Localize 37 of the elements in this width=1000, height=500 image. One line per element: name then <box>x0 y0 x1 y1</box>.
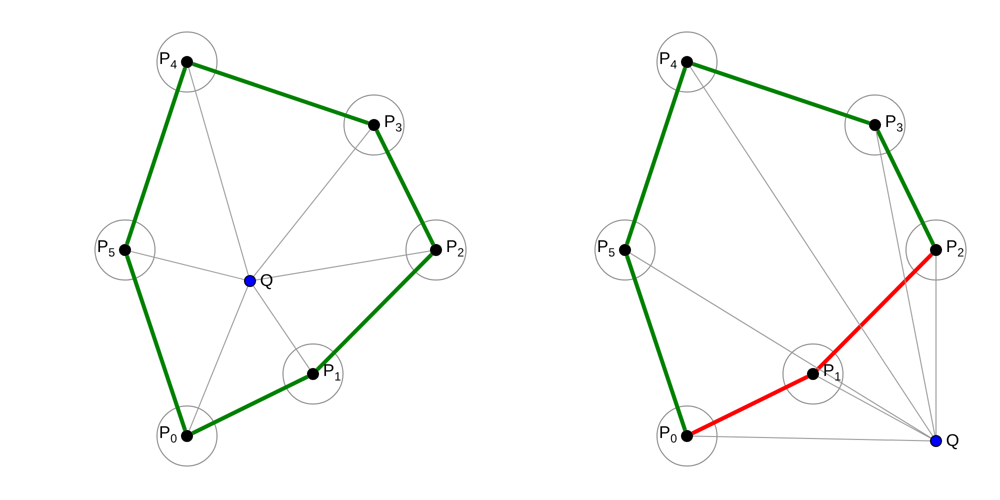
polygon-side <box>124 67 188 245</box>
point-label: P$_{0}$ <box>658 422 677 448</box>
point-label: P$_{5}$ <box>96 236 115 262</box>
point-label: P$_{4}$ <box>658 48 677 74</box>
connecting-line <box>252 285 310 370</box>
polygon-side <box>692 62 870 125</box>
connecting-line <box>818 376 932 439</box>
point-label: P$_{3}$ <box>384 111 402 137</box>
point-label: P$_{5}$ <box>596 236 615 262</box>
connecting-line <box>692 436 930 442</box>
polygon-side <box>816 252 934 372</box>
connecting-line <box>690 66 934 436</box>
polygon-side <box>625 255 687 431</box>
connecting-line <box>188 286 248 431</box>
connecting-line <box>188 67 249 276</box>
connecting-line <box>630 252 932 438</box>
polygon-side <box>192 62 369 125</box>
point-label: Q <box>260 270 274 292</box>
polygon-side <box>876 130 936 246</box>
connecting-line <box>253 129 371 277</box>
connecting-line <box>130 250 245 280</box>
connecting-line <box>255 250 431 281</box>
point-label: P$_{2}$ <box>446 236 464 262</box>
point-label: P$_{1}$ <box>323 360 342 386</box>
connecting-line <box>876 130 936 436</box>
point-label: Q <box>946 430 960 452</box>
point-label: P$_{4}$ <box>158 48 177 74</box>
point-label: P$_{1}$ <box>823 360 842 386</box>
polygon-side <box>374 129 436 246</box>
polygon-side <box>316 252 434 372</box>
polygon-side <box>624 67 688 245</box>
point-label: P$_{3}$ <box>885 111 904 137</box>
polygon-side <box>125 255 187 431</box>
polygon-side <box>692 374 808 436</box>
polygon-side <box>192 374 308 436</box>
point-label: P$_{2}$ <box>946 236 964 262</box>
point-label: P$_{0}$ <box>158 422 177 448</box>
